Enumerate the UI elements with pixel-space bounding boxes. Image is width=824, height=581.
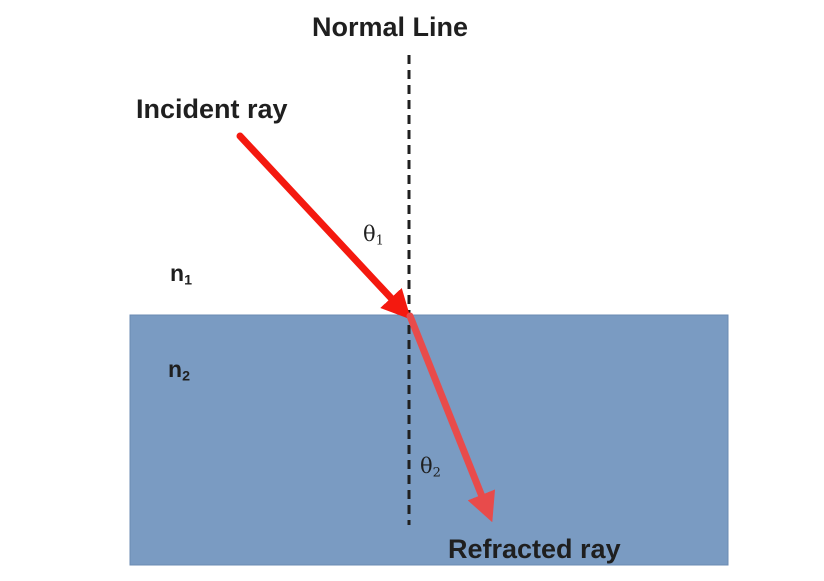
n2-subscript: 2 [182,368,190,385]
incident-ray-label: Incident ray [136,94,288,124]
refracted-ray [406,312,496,523]
angle-of-incidence-label: θ1 [363,222,384,249]
theta1-symbol: θ [363,222,376,246]
medium-1-index-label: n1 [170,262,192,288]
n2-symbol: n [168,356,183,382]
n1-subscript: 1 [184,272,192,289]
theta2-subscript: 2 [432,465,441,481]
normal-line-label: Normal Line [312,12,469,42]
medium-2-region [129,314,729,566]
theta2-symbol: θ [420,454,433,478]
incident-ray [236,132,412,320]
angle-of-refraction-label: θ2 [420,454,441,481]
theta1-subscript: 1 [375,233,384,249]
n1-symbol: n [170,260,185,286]
refracted-ray-label: Refracted ray [448,534,621,564]
medium-2-index-label: n2 [168,358,190,384]
